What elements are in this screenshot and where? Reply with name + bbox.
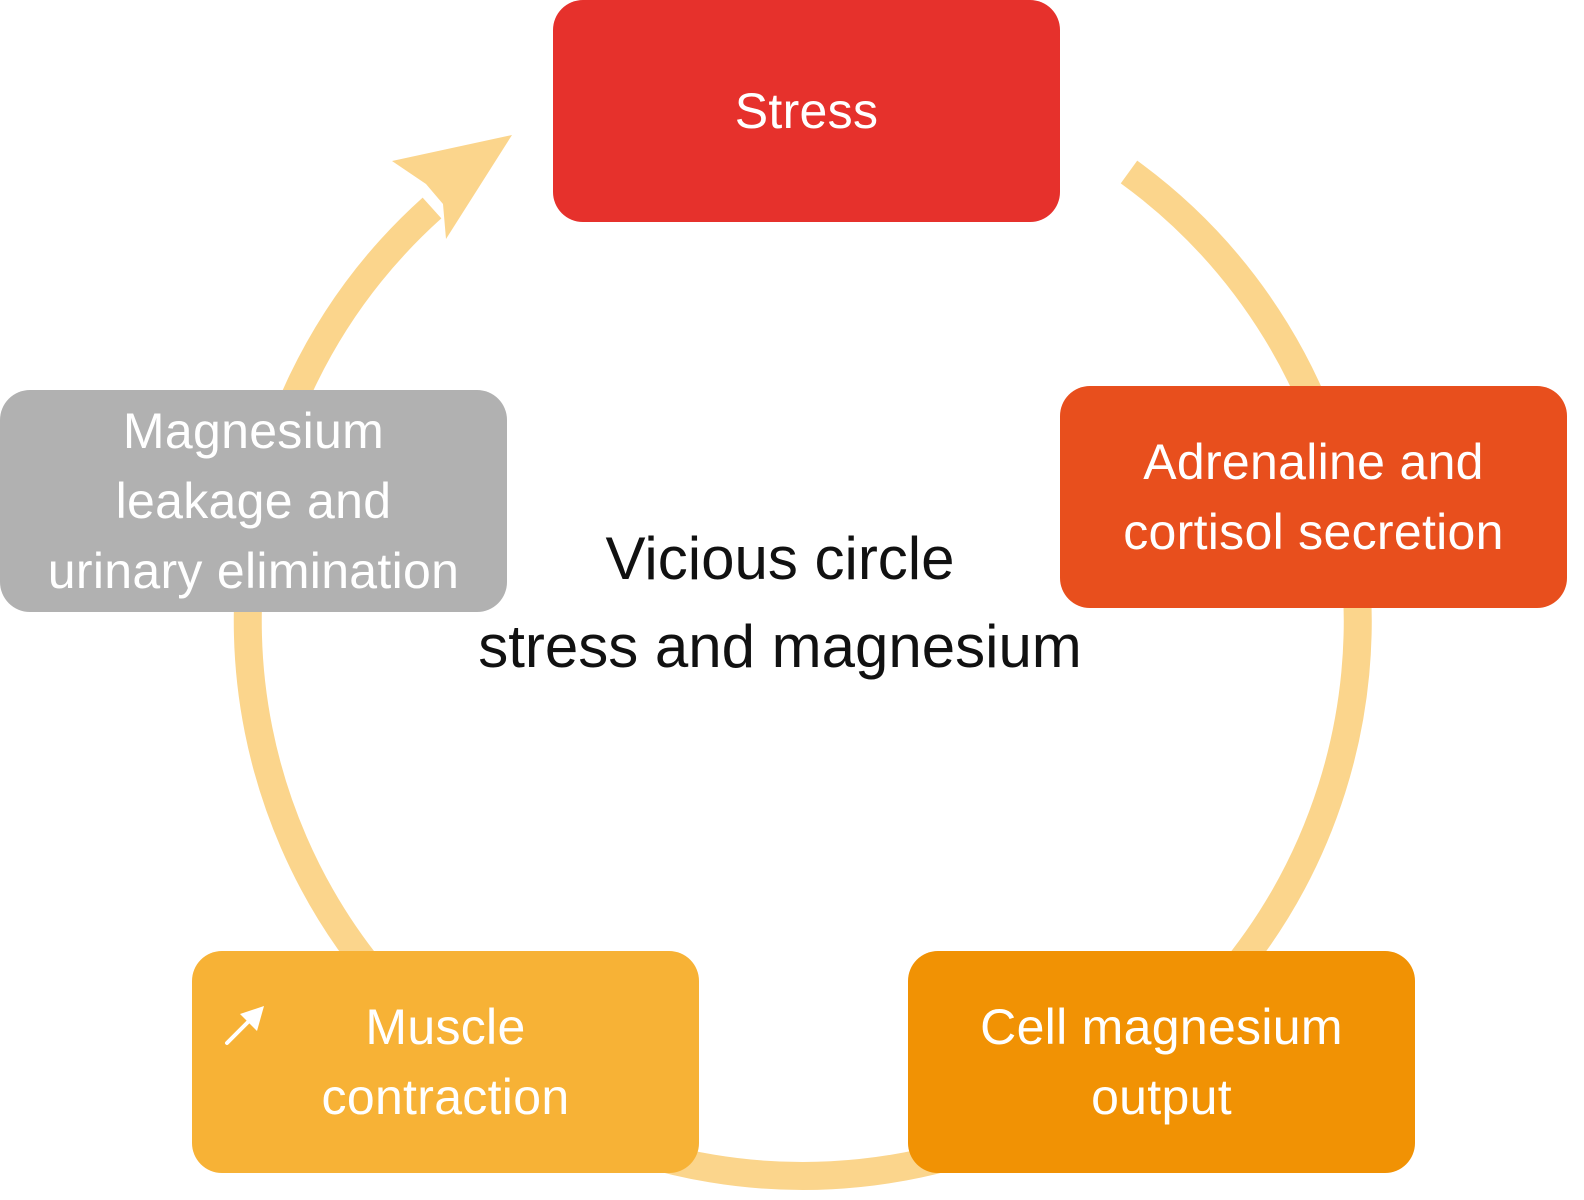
node-leakage-label: Magnesium leakage and urinary eliminatio… [47, 403, 460, 599]
node-stress: Stress [553, 0, 1060, 222]
increase-arrow-icon [224, 1006, 264, 1045]
diagram-title: Vicious circle stress and magnesium [478, 525, 1082, 680]
node-adrenaline-cortisol-secretion: Adrenaline and cortisol secretion [1060, 386, 1567, 608]
node-cell-magnesium-output: Cell magnesium output [908, 951, 1415, 1173]
node-cell-output-label: Cell magnesium output [980, 999, 1343, 1125]
node-muscle-contraction: Muscle contraction [192, 951, 699, 1173]
node-muscle-label: Muscle contraction [321, 999, 570, 1125]
cycle-arrowhead-icon [392, 135, 512, 239]
node-muscle-content: Muscle contraction [224, 992, 570, 1132]
node-magnesium-leakage-urinary-elimination: Magnesium leakage and urinary eliminatio… [0, 390, 507, 612]
node-stress-label: Stress [734, 83, 879, 139]
node-adrenaline-label: Adrenaline and cortisol secretion [1123, 434, 1504, 560]
